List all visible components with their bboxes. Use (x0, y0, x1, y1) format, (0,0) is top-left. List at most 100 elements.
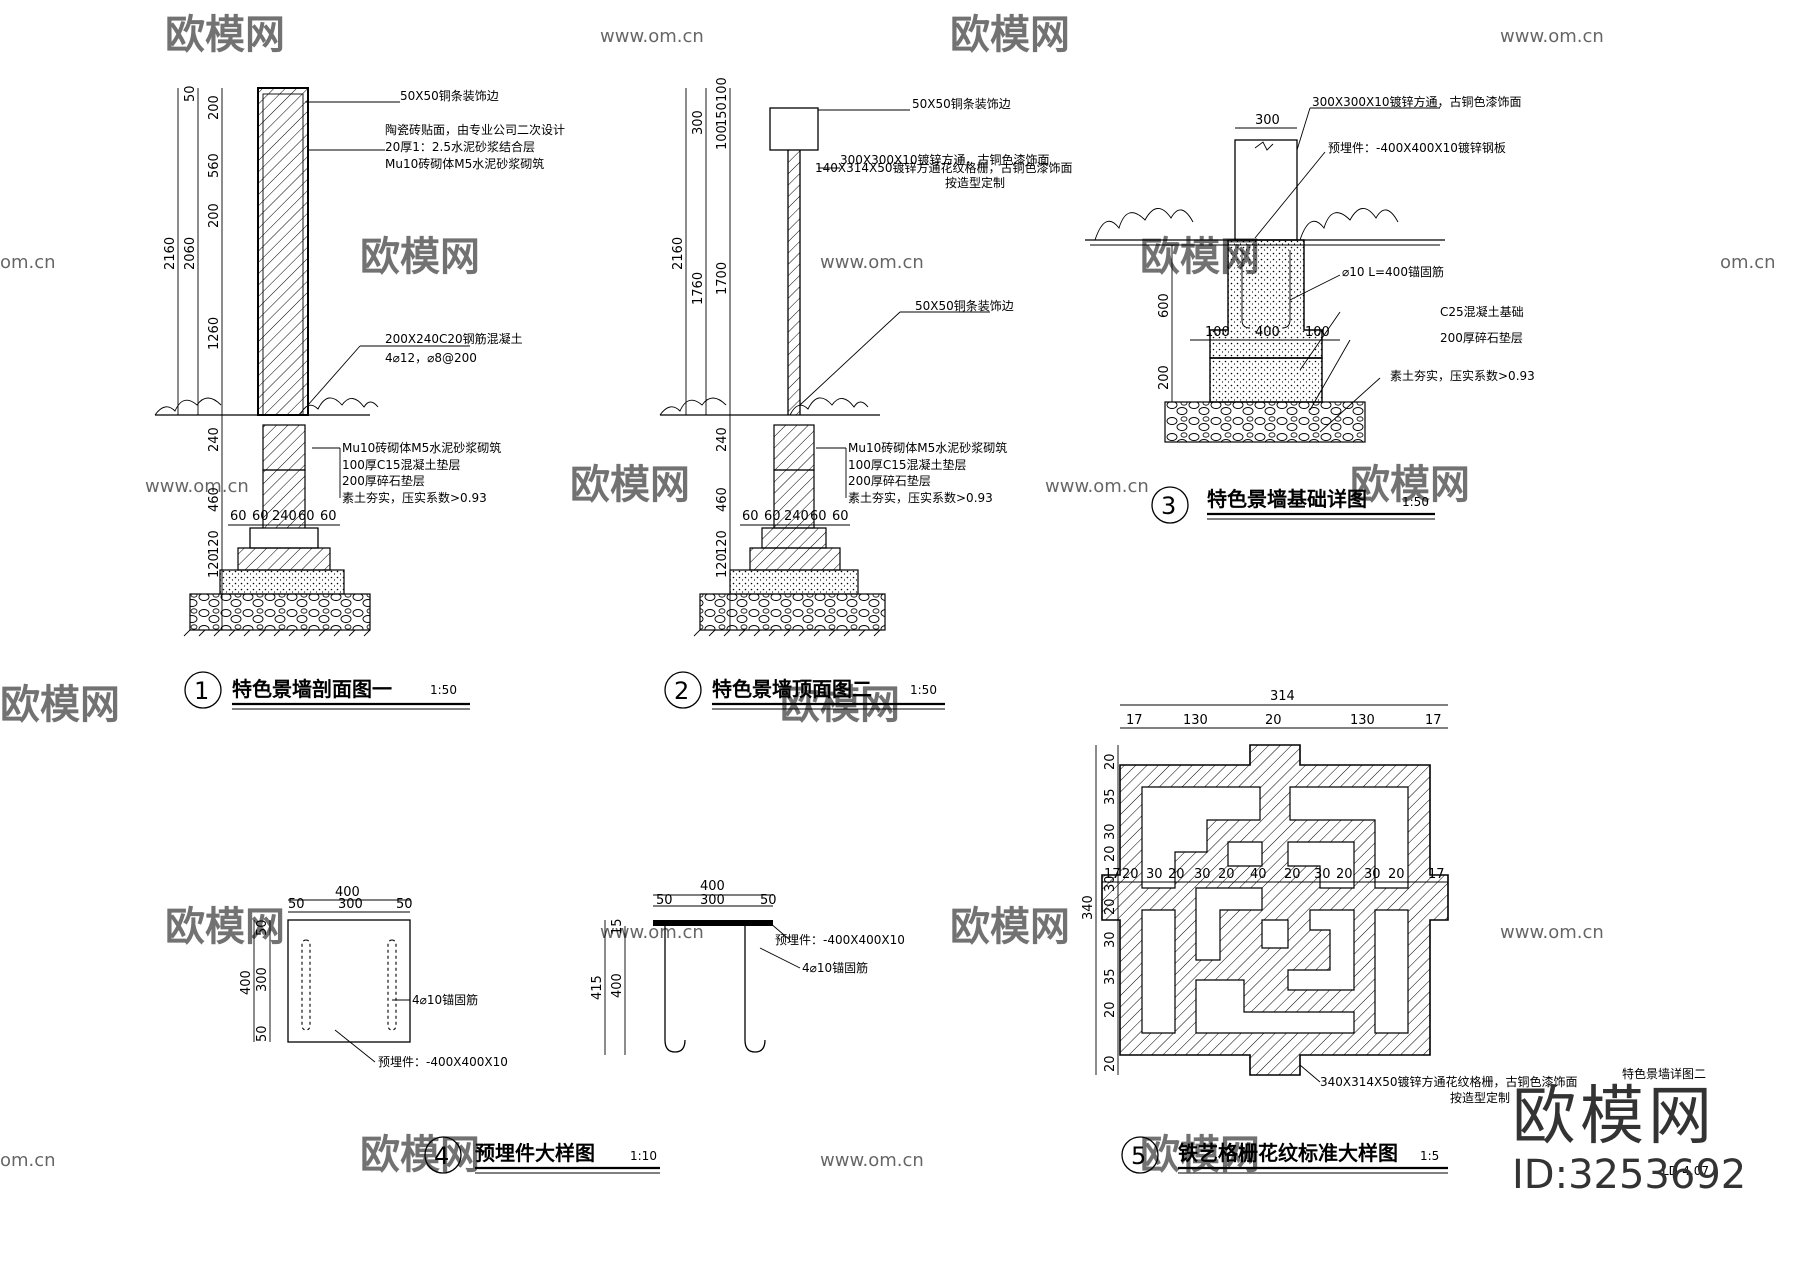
svg-text:欧模网: 欧模网 (165, 12, 285, 58)
grille-left-dim: 20 (1103, 1001, 1118, 1018)
svg-text:www.om.cn: www.om.cn (1500, 26, 1604, 47)
grille-mid-dim: 20 (1336, 867, 1353, 882)
detail-1-title: 特色景墙剖面图一 (232, 677, 392, 701)
svg-text:314: 314 (1270, 689, 1295, 704)
watermark-url: www.om.cn www.om.cn om.cn www.om.cn om.c… (0, 26, 1776, 1171)
svg-text:50: 50 (396, 897, 413, 912)
svg-text:om.cn: om.cn (1720, 252, 1776, 273)
svg-text:50X50铜条装饰边: 50X50铜条装饰边 (915, 298, 1014, 313)
sheet-drawing-name: 特色景墙详图二 (1622, 1066, 1706, 1081)
svg-text:15: 15 (610, 918, 625, 935)
svg-text:100: 100 (1205, 325, 1230, 340)
svg-text:200: 200 (207, 95, 222, 120)
svg-text:欧模网: 欧模网 (165, 904, 285, 950)
svg-text:www.om.cn: www.om.cn (1500, 922, 1604, 943)
svg-text:200厚碎石垫层: 200厚碎石垫层 (342, 473, 425, 488)
svg-text:欧模网: 欧模网 (360, 234, 480, 280)
svg-text:50: 50 (183, 85, 198, 102)
grille-mid-dim: 20 (1122, 867, 1139, 882)
svg-text:120: 120 (207, 530, 222, 555)
svg-text:按造型定制: 按造型定制 (945, 175, 1005, 190)
svg-text:素土夯实，压实系数>0.93: 素土夯实，压实系数>0.93 (342, 490, 487, 505)
svg-text:560: 560 (207, 153, 222, 178)
svg-text:50: 50 (288, 897, 305, 912)
svg-text:100厚C15混凝土垫层: 100厚C15混凝土垫层 (342, 457, 461, 472)
brand-id: ID:3253692 (1512, 1152, 1747, 1198)
grille-mid-dim: 20 (1388, 867, 1405, 882)
svg-text:预埋件：-400X400X10镀锌钢板: 预埋件：-400X400X10镀锌钢板 (1328, 141, 1506, 155)
svg-text:60: 60 (832, 509, 849, 524)
svg-text:素土夯实，压实系数>0.93: 素土夯实，压实系数>0.93 (848, 490, 993, 505)
svg-text:200: 200 (1157, 365, 1172, 390)
svg-text:1260: 1260 (207, 317, 222, 350)
svg-text:2060: 2060 (183, 237, 198, 270)
grille-left-dim: 30 (1103, 931, 1118, 948)
svg-text:预埋件：-400X400X10: 预埋件：-400X400X10 (775, 933, 905, 947)
svg-text:欧模网: 欧模网 (950, 904, 1070, 950)
svg-text:www.om.cn: www.om.cn (820, 252, 924, 273)
svg-text:17: 17 (1126, 713, 1143, 728)
grille-mid-dim: 30 (1314, 867, 1331, 882)
svg-text:400: 400 (700, 879, 725, 894)
grille-mid-dim: 30 (1146, 867, 1163, 882)
svg-text:2160: 2160 (163, 237, 178, 270)
grille-mid-dim: 30 (1364, 867, 1381, 882)
svg-text:50: 50 (760, 893, 777, 908)
detail-2-wall-section: 2160 1760 300 100 150 100 1700 240 460 1… (659, 77, 1073, 710)
detail-2-title: 特色景墙顶面图二 (712, 677, 872, 701)
svg-text:120: 120 (715, 553, 730, 578)
svg-text:4: 4 (434, 1142, 449, 1170)
svg-text:300: 300 (1255, 113, 1280, 128)
grille-mid-dim: 17 (1428, 867, 1445, 882)
svg-text:340: 340 (1081, 895, 1096, 920)
svg-text:240: 240 (784, 509, 809, 524)
svg-text:om.cn: om.cn (0, 252, 56, 273)
svg-text:20厚1：2.5水泥砂浆结合层: 20厚1：2.5水泥砂浆结合层 (385, 139, 535, 154)
svg-text:140X314X50镀锌方通花纹格栅，古铜色漆饰面: 140X314X50镀锌方通花纹格栅，古铜色漆饰面 (815, 160, 1073, 175)
svg-text:欧模网: 欧模网 (570, 462, 690, 508)
svg-text:欧模网: 欧模网 (0, 682, 120, 728)
svg-text:2: 2 (674, 677, 689, 705)
svg-text:130: 130 (1183, 713, 1208, 728)
detail-5-title: 铁艺格栅花纹标准大样图 (1178, 1141, 1398, 1165)
grille-mid-dim: 20 (1218, 867, 1235, 882)
svg-text:100: 100 (715, 125, 730, 150)
detail-5-number-circle (1121, 1136, 1159, 1174)
grille-left-dim: 20 (1103, 753, 1118, 770)
svg-text:300X300X10镀锌方通，古铜色漆饰面: 300X300X10镀锌方通，古铜色漆饰面 (1312, 94, 1522, 109)
brand-watermark: 欧模网 ID:3253692 (1512, 1085, 1746, 1195)
svg-text:素土夯实，压实系数>0.93: 素土夯实，压实系数>0.93 (1390, 368, 1535, 383)
svg-text:17: 17 (1425, 713, 1442, 728)
svg-text:600: 600 (1157, 293, 1172, 318)
svg-text:400: 400 (335, 885, 360, 900)
svg-text:400: 400 (1255, 325, 1280, 340)
grille-left-dim: 35 (1103, 788, 1118, 805)
svg-text:300: 300 (338, 897, 363, 912)
svg-text:欧模网: 欧模网 (950, 12, 1070, 58)
svg-text:60: 60 (252, 509, 269, 524)
svg-text:240: 240 (272, 509, 297, 524)
svg-text:50X50铜条装饰边: 50X50铜条装饰边 (912, 96, 1011, 111)
svg-text:om.cn: om.cn (0, 1150, 56, 1171)
svg-text:200X240C20钢筋混凝土: 200X240C20钢筋混凝土 (385, 331, 523, 346)
svg-text:www.om.cn: www.om.cn (145, 476, 249, 497)
svg-text:340X314X50镀锌方通花纹格栅，古铜色漆饰面: 340X314X50镀锌方通花纹格栅，古铜色漆饰面 (1320, 1074, 1578, 1089)
svg-text:60: 60 (810, 509, 827, 524)
svg-text:欧模网: 欧模网 (1350, 462, 1470, 508)
svg-text:50: 50 (656, 893, 673, 908)
svg-text:460: 460 (715, 487, 730, 512)
detail-2-number-circle (664, 671, 702, 709)
svg-text:50: 50 (255, 1025, 270, 1042)
svg-text:陶瓷砖贴面，由专业公司二次设计: 陶瓷砖贴面，由专业公司二次设计 (385, 122, 565, 137)
svg-text:240: 240 (207, 427, 222, 452)
svg-text:415: 415 (590, 975, 605, 1000)
detail-3-title: 特色景墙基础详图 (1207, 487, 1367, 511)
svg-text:300: 300 (700, 893, 725, 908)
detail-3-foundation-detail: 300 600 200 100 400 100 300X300X10镀锌方通，古… (1085, 94, 1535, 524)
detail-4-title: 预埋件大样图 (475, 1141, 595, 1165)
grille-mid-dim: 40 (1250, 867, 1267, 882)
svg-text:预埋件：-400X400X10: 预埋件：-400X400X10 (378, 1055, 508, 1069)
svg-text:4⌀10锚固筋: 4⌀10锚固筋 (802, 960, 868, 975)
detail-1-number-circle (184, 671, 222, 709)
